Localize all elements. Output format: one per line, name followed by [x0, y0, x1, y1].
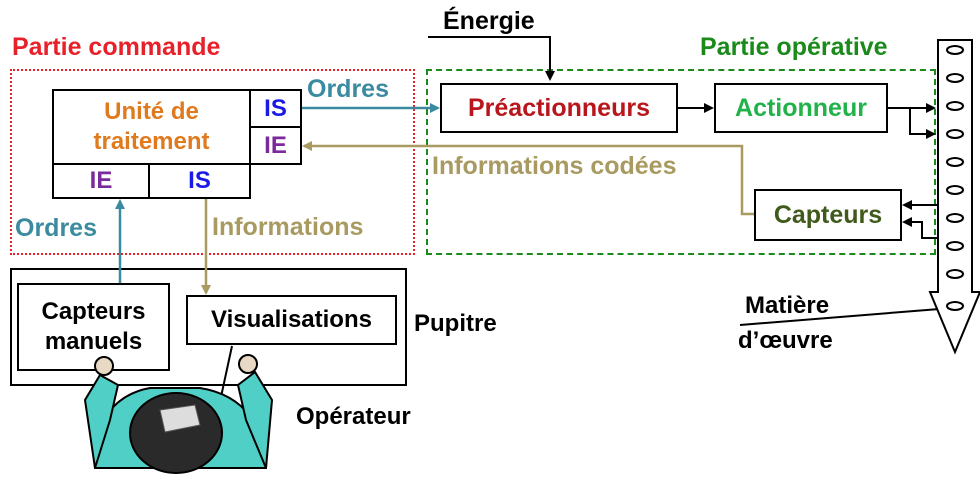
conveyor-rollers — [946, 45, 964, 311]
capteurs-box: Capteurs — [754, 189, 902, 241]
pupitre-label: Pupitre — [414, 310, 497, 337]
operateur-figure — [83, 354, 274, 474]
capteurs-manuels-box: Capteurs manuels — [17, 283, 170, 371]
actionneur-out-arrow-2 — [909, 108, 936, 139]
energie-label: Énergie — [443, 7, 535, 35]
unite-traitement-line1: Unité de — [104, 98, 199, 125]
port-is-bottom: IS — [148, 163, 251, 199]
informations-codees-arrow — [302, 141, 754, 216]
capteurs-manuels-line1: Capteurs — [41, 298, 146, 325]
unite-traitement-line2: traitement — [93, 128, 210, 155]
operateur-label: Opérateur — [296, 403, 411, 430]
unite-traitement-box: Unité de traitement — [52, 89, 251, 165]
actionneur-box: Actionneur — [714, 83, 888, 133]
partie-operative-title: Partie opérative — [700, 33, 888, 61]
partie-operative-zone — [426, 69, 936, 255]
capteurs-manuels-line2: manuels — [44, 328, 143, 355]
ordres-left-label: Ordres — [15, 214, 97, 242]
visualisations-box: Visualisations — [186, 295, 397, 345]
informations-label: Informations — [212, 213, 364, 241]
capteurs-in-arrow-2 — [902, 217, 944, 239]
partie-commande-zone — [10, 69, 415, 255]
port-ie-bottom: IE — [52, 163, 150, 199]
matiere-line1: Matière — [745, 292, 830, 319]
port-is-right: IS — [249, 89, 302, 128]
matiere-line2: d’œuvre — [738, 327, 833, 354]
conveyor-shape — [928, 39, 980, 355]
pupitre-box — [10, 268, 407, 386]
matiere-arrow — [739, 307, 953, 326]
informations-codees-label: Informations codées — [432, 152, 677, 180]
partie-commande-title: Partie commande — [12, 33, 221, 61]
preactionneurs-box: Préactionneurs — [440, 83, 678, 133]
energie-arrow — [428, 36, 555, 81]
ordres-top-label: Ordres — [307, 75, 389, 103]
port-ie-right: IE — [249, 126, 302, 165]
